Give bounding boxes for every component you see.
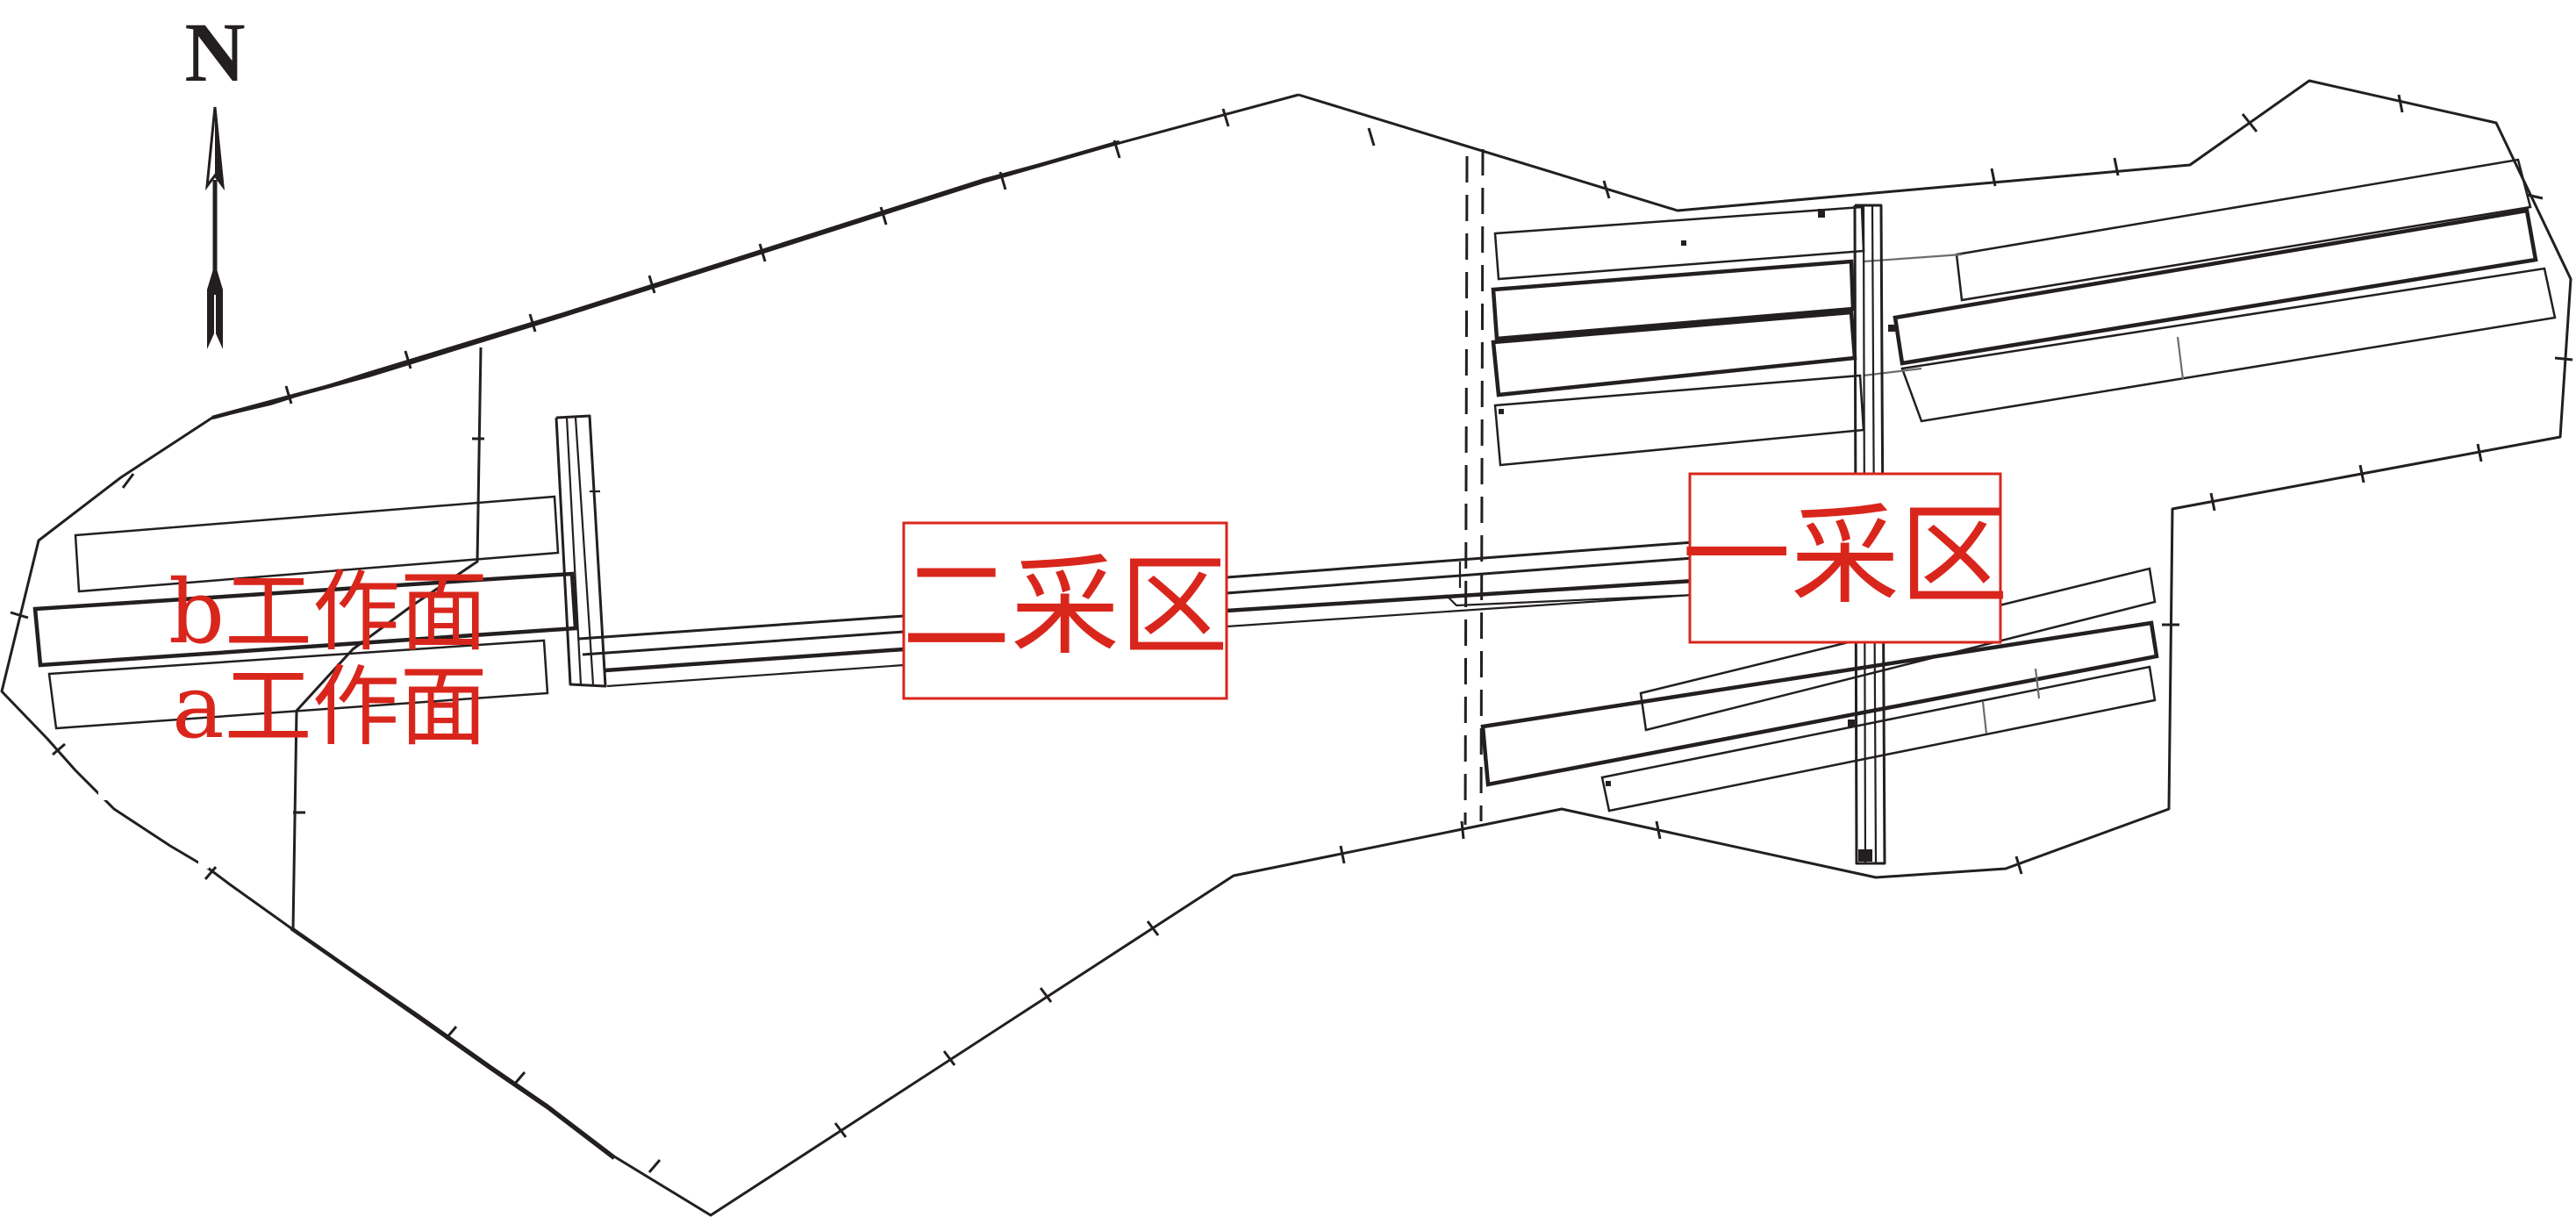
- boundary-ticks: [10, 94, 2573, 1173]
- dashed-boundary-1: [1463, 155, 1469, 826]
- face-b-label: b工作面: [168, 561, 488, 663]
- roadway-north: [578, 614, 905, 641]
- inner-boundary-west: [291, 347, 483, 931]
- boundary-gaps: [98, 790, 209, 869]
- face-a-label: a工作面: [172, 655, 488, 758]
- mine-boundary: [0, 79, 2573, 1217]
- section-lines: [291, 148, 1485, 931]
- zone-one-label: 一采区: [1682, 472, 2008, 644]
- boundary-upper-edge: [211, 140, 1120, 420]
- zone-two-label: 二采区: [902, 521, 1228, 700]
- west-shaft: [555, 414, 607, 688]
- face-a-outline: [47, 639, 549, 730]
- zone-one-text: 一采区: [1682, 493, 2008, 619]
- boundary-lower-edge: [290, 927, 616, 1160]
- face-b-outline: [32, 495, 578, 668]
- roadway-haulage: [605, 647, 905, 673]
- north-arrow: N: [184, 5, 246, 349]
- main-roadways: [578, 540, 1696, 688]
- zone-one-box: [1688, 472, 2002, 644]
- north-arrow-icon: [204, 106, 225, 349]
- roadway-south: [582, 630, 905, 656]
- north-label: N: [184, 5, 245, 99]
- dashed-boundary-2: [1479, 148, 1485, 822]
- zone-two-box: [902, 521, 1228, 700]
- east-panels-north: [1491, 158, 2557, 467]
- zone-two-text: 二采区: [902, 544, 1228, 670]
